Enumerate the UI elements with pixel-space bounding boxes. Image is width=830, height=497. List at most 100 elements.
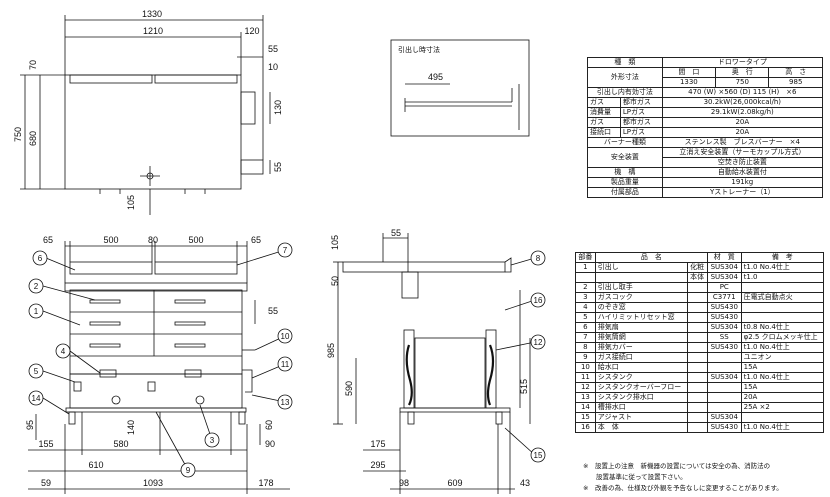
dim-r65: 65 <box>251 235 261 245</box>
parts-cell: SUS430 <box>706 312 742 323</box>
dim-side-985: 985 <box>326 343 336 358</box>
spec-value: 空焚き防止装置 <box>661 157 824 168</box>
parts-cell: SUS430 <box>706 422 742 433</box>
spec-value: Yストレーナー（1） <box>661 187 824 198</box>
parts-cell: t1.0 No.4仕上 <box>740 262 825 273</box>
spec-value: 自動給水装置付 <box>661 167 824 178</box>
parts-cell <box>687 292 708 303</box>
parts-cell: 8 <box>575 342 596 353</box>
dim-edge-70: 70 <box>28 60 38 70</box>
spec-label: ガス <box>587 117 621 128</box>
callout-3: 3 <box>210 436 215 445</box>
parts-cell: 5 <box>575 312 596 323</box>
spec-sublabel: 都市ガス <box>619 97 663 108</box>
dim-inner-width: 1210 <box>143 26 163 36</box>
parts-header: 品 名 <box>594 252 708 263</box>
parts-cell <box>687 422 708 433</box>
callout-13: 13 <box>281 398 290 407</box>
pullout-inset <box>390 39 530 137</box>
parts-cell <box>687 372 708 383</box>
parts-cell: 3 <box>575 292 596 303</box>
pullout-depth: 495 <box>428 72 443 82</box>
spec-value: 985 <box>768 77 823 88</box>
parts-cell: t1.0 No.4仕上 <box>740 372 825 383</box>
dim-w500b: 500 <box>188 235 203 245</box>
parts-header: 備 考 <box>740 252 825 263</box>
dim-580: 580 <box>113 439 128 449</box>
parts-cell: 本 体 <box>594 422 689 433</box>
parts-cell: ガスコック <box>594 292 689 303</box>
callout-11: 11 <box>281 360 290 369</box>
callout-6: 6 <box>38 254 43 263</box>
spec-label: 製品重量 <box>587 177 663 188</box>
spec-value: 1330 <box>661 77 717 88</box>
parts-cell <box>740 312 825 323</box>
parts-cell <box>687 392 708 403</box>
parts-cell: C3771 <box>706 292 742 303</box>
spec-value: 750 <box>715 77 770 88</box>
parts-cell <box>575 272 596 283</box>
parts-cell: 6 <box>575 322 596 333</box>
parts-cell <box>687 412 708 423</box>
dim-height-750: 750 <box>13 127 23 142</box>
parts-cell: 12 <box>575 382 596 393</box>
dim-130: 130 <box>273 100 283 115</box>
parts-cell <box>594 272 689 283</box>
parts-cell: 圧電式自動点火 <box>740 292 825 303</box>
parts-cell: PC <box>706 282 742 293</box>
callout-2: 2 <box>34 282 39 291</box>
callout-circles <box>28 242 546 478</box>
dim-height-680: 680 <box>28 131 38 146</box>
parts-cell <box>687 282 708 293</box>
side-view <box>333 233 531 494</box>
parts-cell <box>687 342 708 353</box>
spec-label: ガス <box>587 97 621 108</box>
parts-cell: SS <box>706 332 742 343</box>
parts-cell: アジャスト <box>594 412 689 423</box>
parts-cell <box>687 302 708 313</box>
spec-value: ステンレス製 ブレスバーナー ×4 <box>661 137 824 148</box>
spec-value: 191kg <box>661 177 824 188</box>
parts-cell: 本体 <box>687 272 708 283</box>
callout-14: 14 <box>32 394 41 403</box>
spec-label: 消費量 <box>587 107 621 118</box>
note-2: ※ 改善の為、仕様及び外観を予告なしに変更することがあります。 <box>583 484 783 492</box>
spec-head: 奥 行 <box>715 67 770 78</box>
callout-10: 10 <box>281 332 290 341</box>
parts-cell <box>687 402 708 413</box>
dim-105: 105 <box>126 195 136 210</box>
parts-cell: SUS430 <box>706 342 742 353</box>
parts-cell: 1 <box>575 262 596 273</box>
dim-side-515: 515 <box>519 379 529 394</box>
dim-59: 59 <box>41 478 51 488</box>
spec-head: 間 口 <box>661 67 717 78</box>
dim-90: 90 <box>265 439 275 449</box>
spec-value: 立消え安全装置（サーモカップル方式） <box>661 147 824 158</box>
callout-leaders <box>42 249 536 471</box>
dim-side-590: 590 <box>344 381 354 396</box>
parts-cell: 9 <box>575 352 596 363</box>
parts-cell: SUS304 <box>706 262 742 273</box>
parts-cell: 11 <box>575 372 596 383</box>
parts-cell <box>740 302 825 313</box>
dim-w500a: 500 <box>103 235 118 245</box>
parts-header: 材 質 <box>706 252 742 263</box>
notes: ※ 設置上の注意 新機器の設置については安全の為、消防法の 設置基準に従って設置… <box>583 461 783 494</box>
parts-cell: 槽排水口 <box>594 402 689 413</box>
parts-cell: 16 <box>575 422 596 433</box>
parts-cell: SUS304 <box>706 412 742 423</box>
spec-label: バーナー種類 <box>587 137 663 148</box>
parts-cell: 15A <box>740 362 825 373</box>
parts-cell: のぞき窓 <box>594 302 689 313</box>
parts-cell: ユニオン <box>740 352 825 363</box>
parts-cell: SUS304 <box>706 272 742 283</box>
parts-cell: 給水口 <box>594 362 689 373</box>
spec-sublabel: LPガス <box>619 107 663 118</box>
